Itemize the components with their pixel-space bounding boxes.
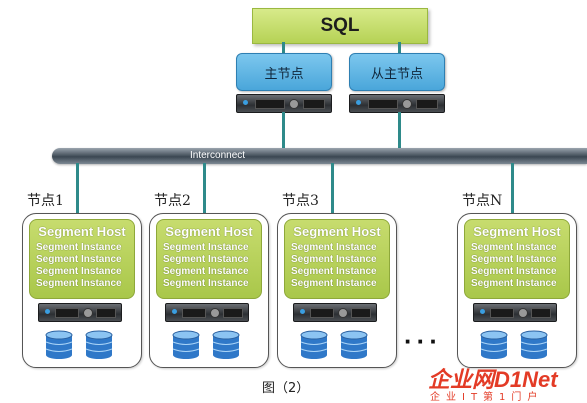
segment-host: Segment Host Segment Instance Segment In… xyxy=(284,219,390,299)
segment-host-title: Segment Host xyxy=(293,224,381,239)
master-server-icon xyxy=(236,94,332,113)
node-1-label: 节点1 xyxy=(27,193,64,209)
database-disk-icon xyxy=(212,330,240,359)
segment-node-3: Segment Host Segment Instance Segment In… xyxy=(277,213,397,368)
segment-node-n: Segment Host Segment Instance Segment In… xyxy=(457,213,577,368)
segment-node-2: Segment Host Segment Instance Segment In… xyxy=(149,213,269,368)
segment-instance: Segment Instance xyxy=(291,242,377,253)
database-disk-icon xyxy=(480,330,508,359)
standby-master-node: 从主节点 xyxy=(349,53,445,91)
master-node: 主节点 xyxy=(236,53,332,91)
segment-host: Segment Host Segment Instance Segment In… xyxy=(156,219,262,299)
figure-caption: 图（2） xyxy=(262,381,310,396)
standby-master-link xyxy=(398,112,401,149)
watermark-subtitle: 企业IT第1门户 xyxy=(430,392,544,403)
database-disk-icon xyxy=(45,330,73,359)
segment-instance: Segment Instance xyxy=(291,254,377,265)
node-3-link xyxy=(331,163,334,214)
segment-instance: Segment Instance xyxy=(291,266,377,277)
node-3-label: 节点3 xyxy=(282,193,319,209)
segment-host-title: Segment Host xyxy=(165,224,253,239)
segment-server-icon xyxy=(293,303,377,322)
master-node-label: 主节点 xyxy=(264,66,304,82)
database-disk-icon xyxy=(172,330,200,359)
node-2-label: 节点2 xyxy=(154,193,191,209)
database-disk-icon xyxy=(520,330,548,359)
sql-label: SQL xyxy=(320,15,360,36)
node-2-link xyxy=(203,163,206,214)
segment-instance: Segment Instance xyxy=(36,278,122,289)
segment-host-title: Segment Host xyxy=(38,224,126,239)
segment-instance: Segment Instance xyxy=(163,278,249,289)
sql-link-left xyxy=(282,42,285,53)
segment-instance: Segment Instance xyxy=(163,254,249,265)
segment-instance: Segment Instance xyxy=(471,254,557,265)
segment-server-icon xyxy=(38,303,122,322)
interconnect-label: Interconnect xyxy=(190,150,246,161)
segment-instance: Segment Instance xyxy=(471,266,557,277)
segment-host: Segment Host Segment Instance Segment In… xyxy=(29,219,135,299)
segment-instance: Segment Instance xyxy=(291,278,377,289)
interconnect-bus xyxy=(52,148,587,164)
node-1-link xyxy=(76,163,79,214)
segment-node-1: Segment Host Segment Instance Segment In… xyxy=(22,213,142,368)
more-nodes-ellipsis: ··· xyxy=(404,326,442,356)
node-n-link xyxy=(511,163,514,214)
watermark-logo: 企业网D1Net xyxy=(428,367,558,392)
segment-instance: Segment Instance xyxy=(163,242,249,253)
segment-instance: Segment Instance xyxy=(163,266,249,277)
segment-instance: Segment Instance xyxy=(36,254,122,265)
standby-master-server-icon xyxy=(349,94,445,113)
sql-box: SQL xyxy=(252,8,428,44)
sql-link-right xyxy=(398,42,401,53)
segment-instance: Segment Instance xyxy=(471,242,557,253)
segment-server-icon xyxy=(473,303,557,322)
segment-instance: Segment Instance xyxy=(36,266,122,277)
database-disk-icon xyxy=(300,330,328,359)
master-link xyxy=(282,112,285,149)
database-disk-icon xyxy=(340,330,368,359)
segment-host: Segment Host Segment Instance Segment In… xyxy=(464,219,570,299)
segment-instance: Segment Instance xyxy=(471,278,557,289)
database-disk-icon xyxy=(85,330,113,359)
node-n-label: 节点N xyxy=(462,193,503,209)
segment-server-icon xyxy=(165,303,249,322)
standby-master-node-label: 从主节点 xyxy=(370,66,423,82)
segment-instance: Segment Instance xyxy=(36,242,122,253)
segment-host-title: Segment Host xyxy=(473,224,561,239)
